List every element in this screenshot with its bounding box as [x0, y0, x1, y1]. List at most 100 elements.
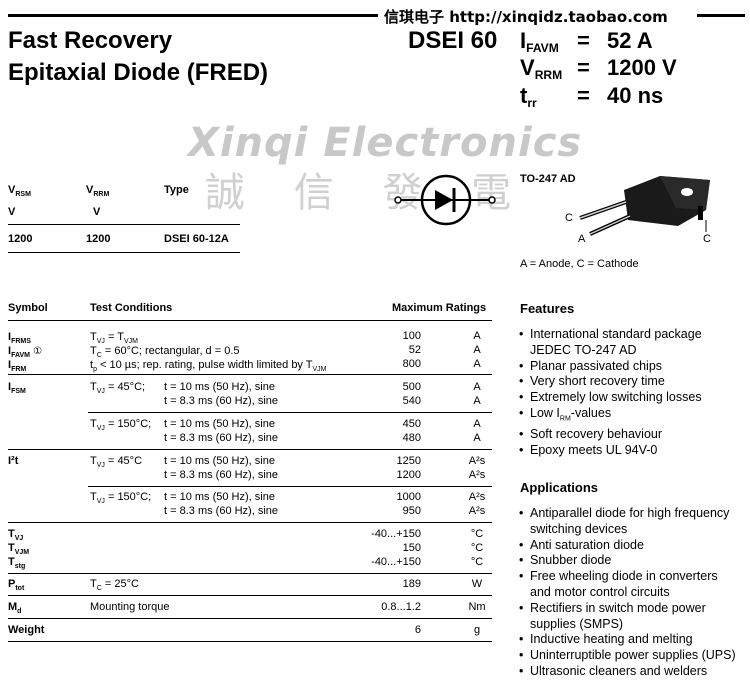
application-item: Ultrasonic cleaners and welders	[519, 664, 747, 680]
ordering-vrsm-unit: V	[8, 206, 16, 218]
ratings-rule-b2-inner	[88, 412, 492, 413]
b3-row-2: t = 8.3 ms (60 Hz), sine	[164, 469, 279, 481]
b4-sym-3: Tstg	[8, 556, 25, 570]
b2-val-2: 540	[402, 395, 421, 407]
part-number: DSEI 60	[408, 27, 498, 54]
b1-cond-2: TC = 60°C; rectangular, d = 0.5	[90, 345, 240, 359]
b3-cond-b-t: T	[90, 491, 97, 503]
package-legend: A = Anode, C = Cathode	[520, 258, 639, 270]
ordering-row-vrrm: 1200	[86, 233, 111, 245]
spec-vrrm-eq: =	[577, 55, 590, 80]
watermark-text: Xinqi Electronics	[188, 120, 583, 166]
md-sym: Md	[8, 601, 21, 615]
ratings-rule-b4	[8, 573, 492, 574]
ptot-sym: Ptot	[8, 578, 24, 592]
ordering-type-header: Type	[164, 184, 189, 196]
b1-cond-3-d: VJM	[312, 366, 327, 374]
ptot-cond-s: C	[96, 585, 102, 593]
b3-row-3: t = 10 ms (50 Hz), sine	[164, 491, 275, 503]
feature-item: Epoxy meets UL 94V-0	[519, 443, 747, 459]
ptot-cond-v: = 25°C	[101, 578, 139, 590]
b3-unit-3: A²s	[468, 491, 486, 503]
b2-unit-2: A	[473, 395, 481, 407]
ptot-val: 189	[402, 578, 421, 590]
b1-sym-2: IFAVM ①	[8, 345, 42, 359]
b3-val-4: 950	[402, 505, 421, 517]
application-item-cont: and motor control circuits	[530, 584, 670, 599]
ratings-header-conditions: Test Conditions	[90, 302, 173, 314]
b2-cond-a: TVJ = 45°C;	[90, 381, 145, 395]
b2-cond-b-s: VJ	[96, 425, 105, 433]
applications-list: Antiparallel diode for high frequency sw…	[519, 506, 747, 680]
b3-val-1: 1250	[396, 455, 421, 467]
application-item: Rectifiers in switch mode power	[519, 601, 747, 617]
ratings-header-max: Maximum Ratings	[392, 302, 487, 314]
weight-unit: g	[473, 624, 481, 636]
b1-val-3: 800	[402, 358, 421, 370]
b2-val-4: 480	[402, 432, 421, 444]
b3-cond-b-s: VJ	[96, 498, 105, 506]
header-rule-right	[697, 14, 745, 17]
b4-val-2: 150	[402, 542, 421, 554]
b3-cond-a-v: = 45°C	[104, 455, 143, 467]
md-sym-sub: d	[17, 608, 22, 616]
feature-item: Very short recovery time	[519, 374, 747, 390]
b1-cond-1-b: VJ	[96, 338, 105, 346]
spec-trr: trr = 40 ns	[520, 83, 740, 110]
b2-row-3: t = 10 ms (50 Hz), sine	[164, 418, 275, 430]
b1-unit-2: A	[473, 344, 481, 356]
application-item: Snubber diode	[519, 553, 747, 569]
feature-item: Extremely low switching losses	[519, 390, 747, 406]
ptot-sym-sub: tot	[15, 585, 25, 593]
b3-cond-a-t: T	[90, 455, 97, 467]
feature-item-cont: JEDEC TO-247 AD	[530, 342, 637, 357]
spec-vrrm-val: 1200 V	[607, 55, 677, 80]
b3-sym: I²t	[8, 455, 19, 467]
features-list: International standard package JEDEC TO-…	[519, 327, 747, 459]
b1-sym-2-main: I	[8, 345, 12, 357]
package-pin-c2: C	[703, 233, 711, 245]
b1-cond-1-d: VJM	[123, 338, 138, 346]
b1-sym-1: IFRMS	[8, 331, 31, 345]
watermark-chinese: 誠 信 發 電	[205, 170, 530, 216]
feature-low-irm-post: -values	[570, 405, 612, 420]
weight-val: 6	[414, 624, 421, 636]
b4-val-1: -40...+150	[371, 528, 421, 540]
b3-cond-a-s: VJ	[96, 462, 105, 470]
feature-low-irm-sub: RM	[559, 415, 571, 423]
ptot-cond: TC = 25°C	[90, 578, 139, 592]
b1-cond-1: TVJ = TVJM	[90, 331, 138, 345]
ordering-vrrm-sym: V	[86, 184, 94, 196]
to247-package-icon	[579, 176, 710, 236]
b3-val-2: 1200	[396, 469, 421, 481]
ratings-rule-b3	[8, 522, 492, 523]
ordering-row-type: DSEI 60-12A	[164, 233, 229, 245]
b2-row-2: t = 8.3 ms (60 Hz), sine	[164, 395, 279, 407]
b2-sym: IFSM	[8, 381, 26, 395]
b1-cond-2-a: T	[90, 345, 97, 357]
md-unit: Nm	[468, 601, 486, 613]
b1-unit-3: A	[473, 358, 481, 370]
b4-sym-2: TVJM	[8, 542, 29, 556]
spec-trr-val: 40 ns	[607, 83, 664, 108]
b2-unit-3: A	[473, 418, 481, 430]
ordering-rule-bottom	[8, 252, 240, 253]
b1-cond-2-b: C	[96, 352, 102, 360]
features-title: Features	[520, 301, 575, 316]
feature-low-irm-pre: Low I	[530, 405, 560, 420]
ratings-rule-md	[8, 618, 492, 619]
shop-url-text: 信琪电子 http://xinqidz.taobao.com	[384, 8, 668, 26]
b3-unit-2: A²s	[468, 469, 486, 481]
feature-item: Soft recovery behaviour	[519, 427, 747, 443]
b3-unit-4: A²s	[468, 505, 486, 517]
b3-cond-a: TVJ = 45°C	[90, 455, 142, 469]
ratings-rule-top	[8, 320, 492, 321]
spec-ifavm-sym: I	[520, 28, 527, 53]
b4-sym-1-sub: VJ	[14, 535, 24, 543]
title-line-1: Fast Recovery	[8, 27, 173, 54]
ordering-vrsm-sym: V	[8, 184, 16, 196]
header-rule-left	[8, 14, 378, 17]
spec-ifavm-eq: =	[577, 28, 590, 53]
feature-item: Planar passivated chips	[519, 359, 747, 375]
diode-symbol-icon	[394, 174, 496, 226]
